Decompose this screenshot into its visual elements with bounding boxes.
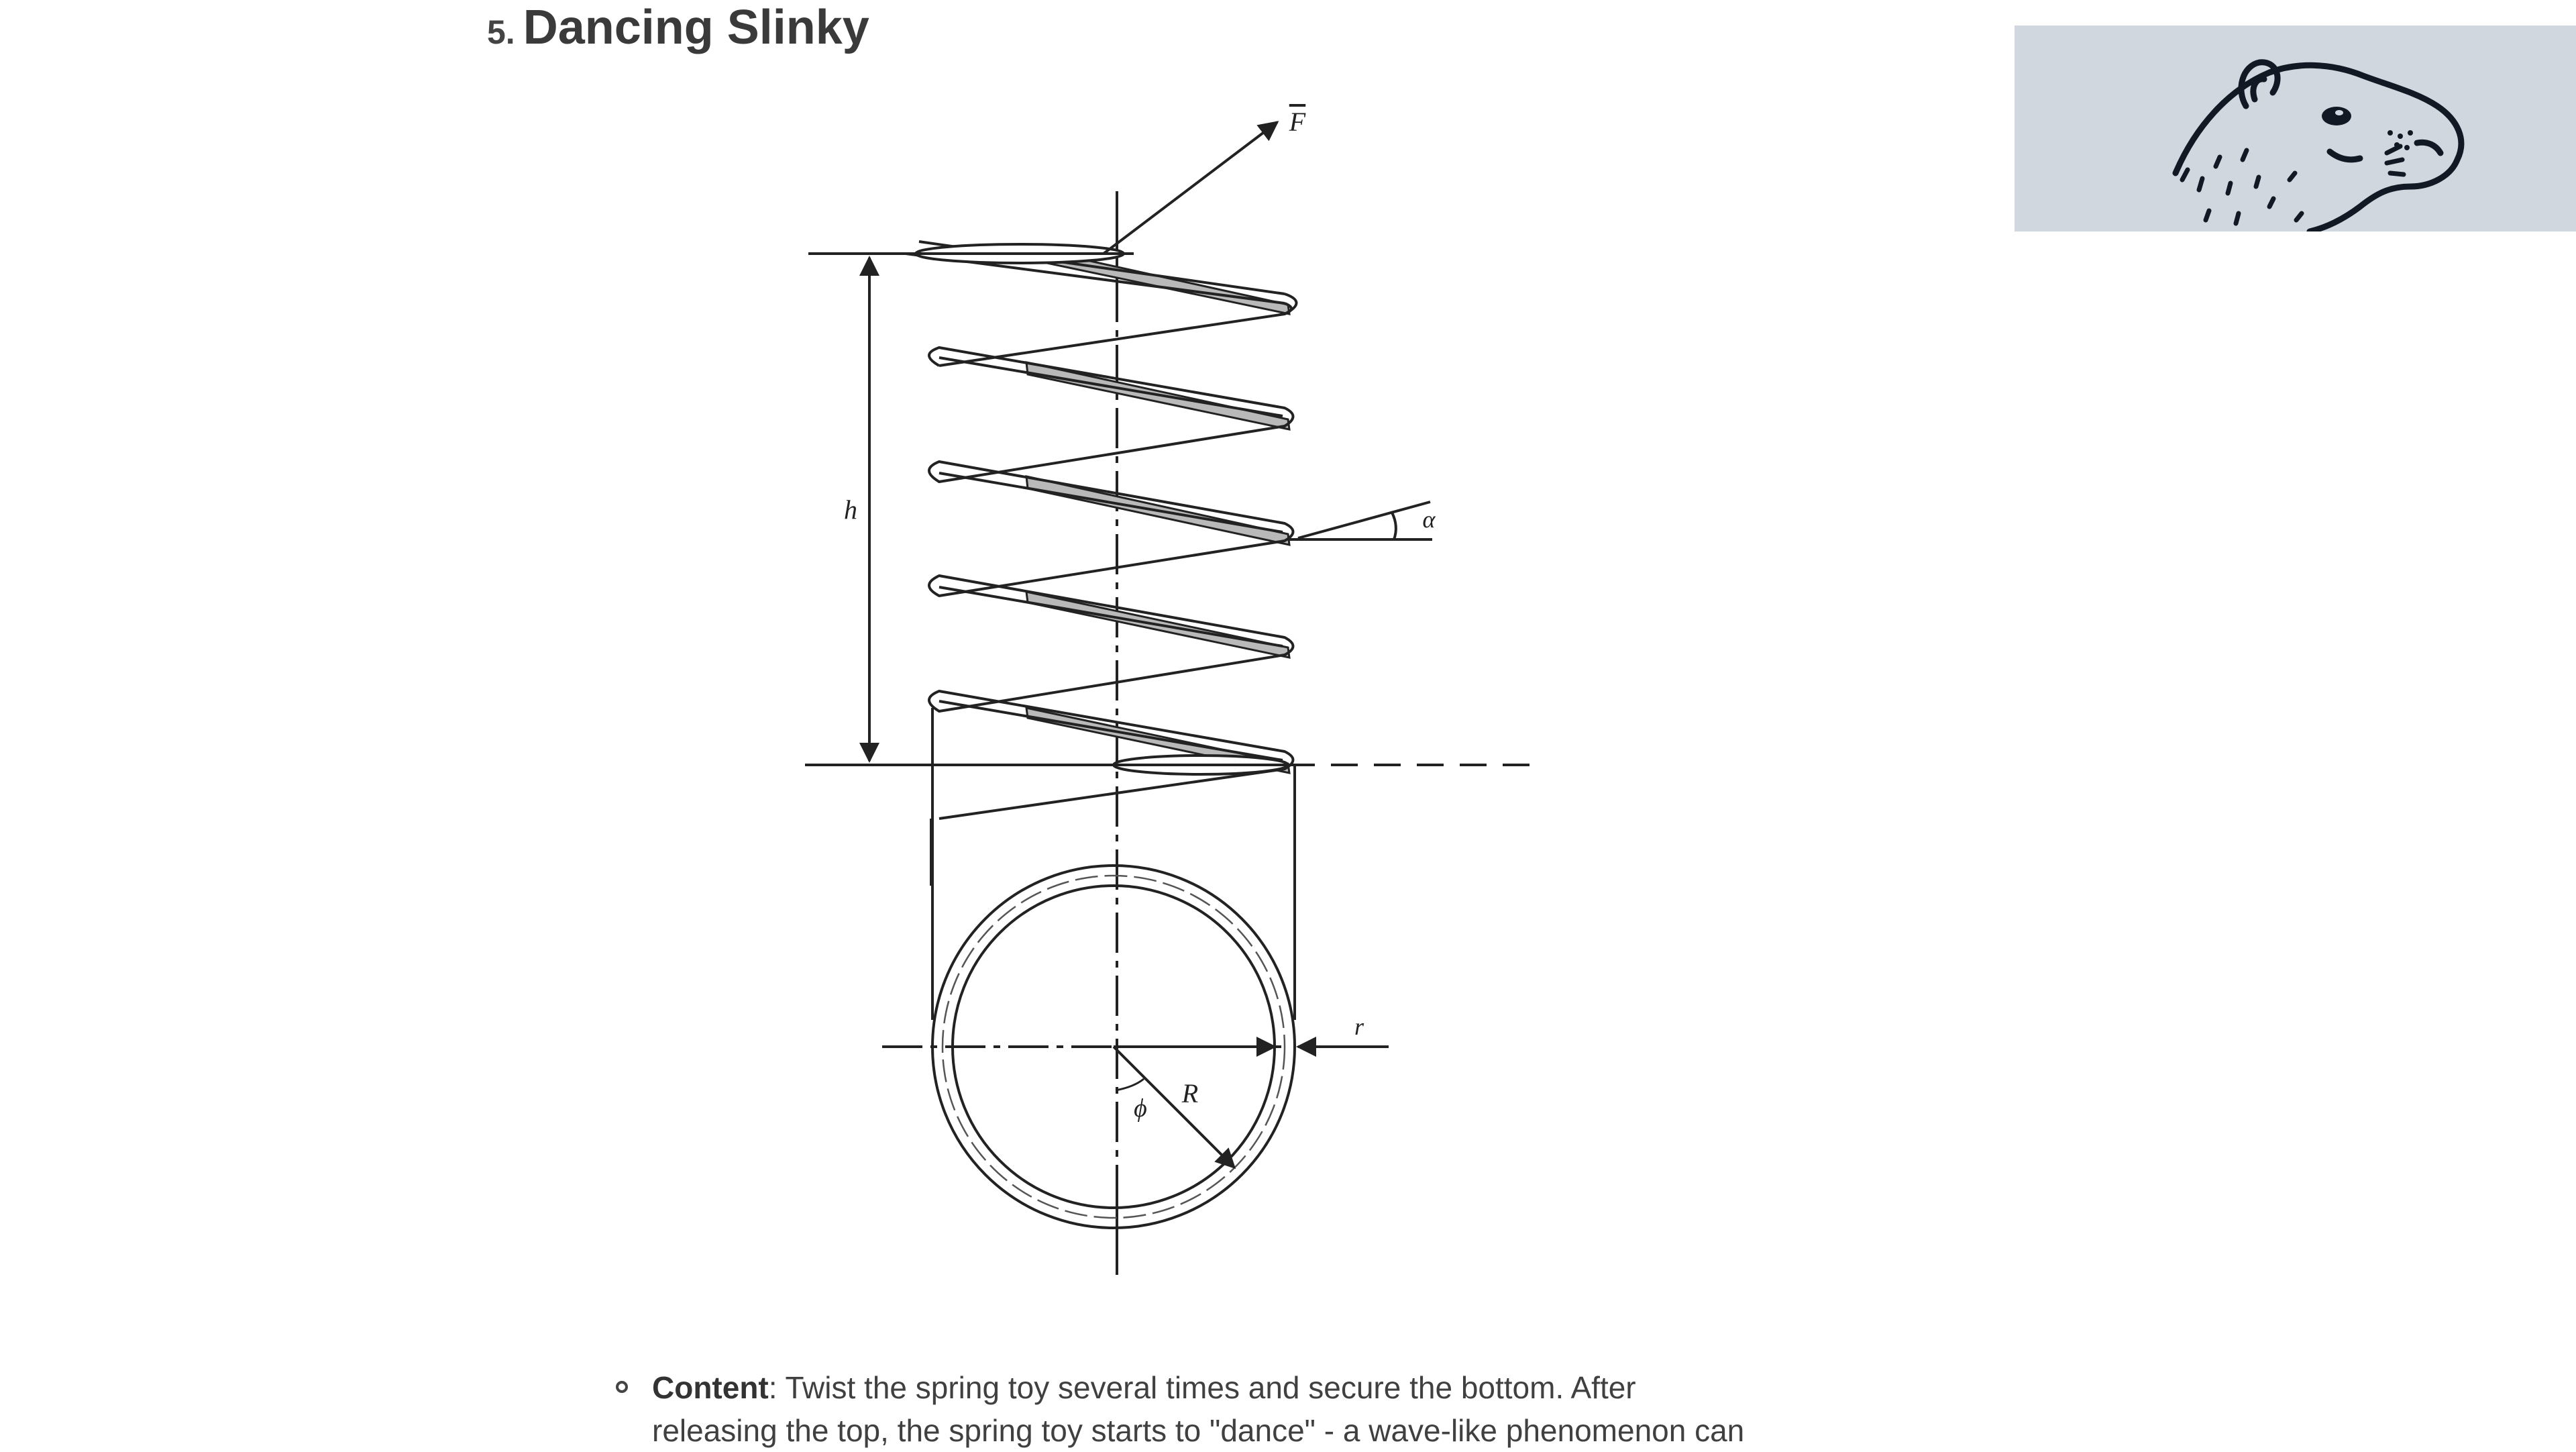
content-line-1: Twist the spring toy several times and s… (785, 1370, 1636, 1405)
plan-middle-ring (941, 874, 1286, 1219)
coil-radius-label: R (1181, 1078, 1199, 1108)
section-number: 5. (487, 13, 515, 51)
force-label: F (1289, 107, 1306, 137)
content-line-2: releasing the top, the spring toy starts… (652, 1413, 1745, 1448)
coil-radius-vector (1112, 1045, 1236, 1170)
angle-line (1297, 501, 1431, 539)
slinky-diagram: F h α r R ϕ (738, 81, 1570, 1282)
coil-front-wire (905, 240, 1298, 886)
angle-arc (1391, 512, 1397, 540)
wire-radius-label: r (1354, 1013, 1364, 1040)
section-heading: 5. Dancing Slinky (487, 0, 869, 55)
content-label: Content (652, 1370, 769, 1405)
height-label: h (844, 495, 857, 525)
section-title: Dancing Slinky (523, 1, 869, 54)
phi-arc (1115, 1078, 1144, 1092)
capybara-thumbnail (2015, 25, 2576, 231)
force-vector (1102, 121, 1279, 255)
angle-label: α (1422, 506, 1436, 533)
list-item: Content: Twist the spring toy several ti… (616, 1366, 1803, 1452)
bullet-icon (616, 1381, 628, 1393)
slinky-diagram-drawing (805, 121, 1529, 1275)
phi-label: ϕ (1134, 1094, 1147, 1123)
content-separator: : (768, 1370, 786, 1405)
content-list: Content: Twist the spring toy several ti… (616, 1366, 1803, 1452)
capybara-icon (2172, 59, 2465, 231)
